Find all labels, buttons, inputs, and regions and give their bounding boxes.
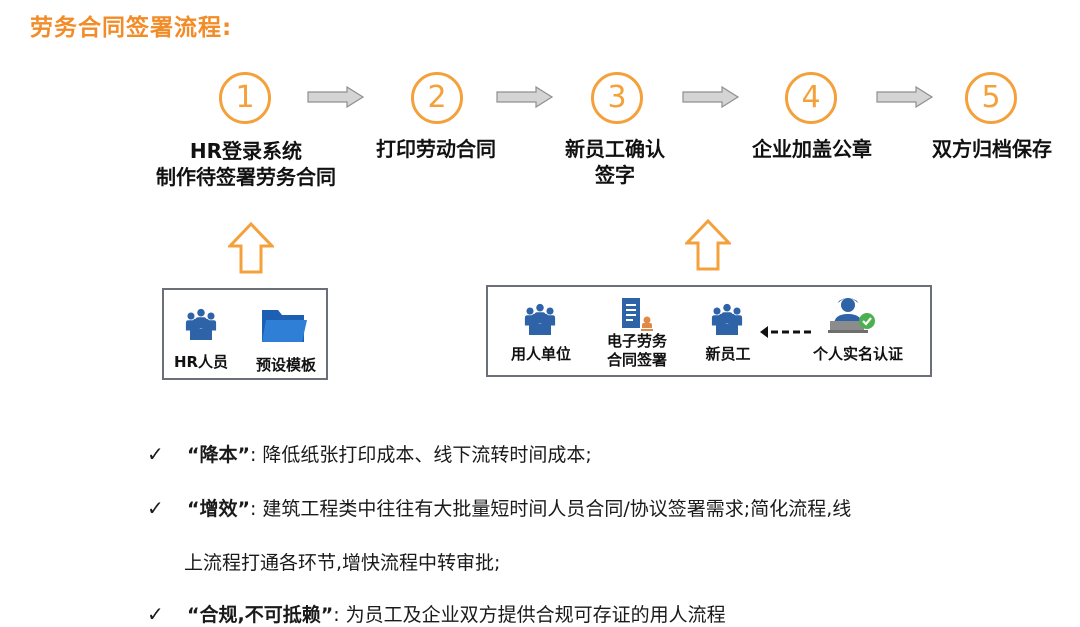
step-1-label-line2: 制作待签署劳务合同 [156, 165, 336, 189]
step-3-label: 新员工确认 签字 [525, 136, 705, 188]
check-icon: ✓ [147, 496, 164, 520]
step-2-circle: 2 [411, 72, 463, 124]
people-group-icon [704, 299, 750, 339]
arrow-up-icon [228, 222, 274, 274]
arrow-up-icon [685, 219, 731, 271]
arrow-right-icon [876, 86, 933, 108]
people-group-icon [178, 304, 224, 344]
step-1-circle: 1 [219, 72, 271, 124]
e-contract-label-line2: 合同签署 [606, 351, 667, 369]
people-group-icon [517, 299, 563, 339]
preset-template-label: 预设模板 [255, 356, 316, 374]
folder-icon [262, 310, 307, 342]
step-4-label: 企业加盖公章 [722, 136, 902, 162]
new-employee-label: 新员工 [705, 345, 751, 363]
arrow-right-icon [496, 86, 553, 108]
bullet-efficiency: ✓ “增效”:建筑工程类中往往有大批量短时间人员合同/协议签署需求;简化流程,线 [147, 494, 851, 521]
bullet-colon: : [249, 498, 257, 520]
step-5-label-line1: 双方归档保存 [932, 137, 1052, 161]
arrow-right-icon [682, 86, 739, 108]
bullet-text: 降低纸张打印成本、线下流转时间成本; [262, 444, 592, 466]
step-2-label: 打印劳动合同 [346, 136, 526, 162]
check-icon: ✓ [147, 602, 164, 626]
step-3-label-line1: 新员工确认 [565, 137, 665, 161]
step-2-label-line1: 打印劳动合同 [376, 137, 496, 161]
bullet-title: “增效” [187, 498, 250, 520]
employer-label: 用人单位 [510, 345, 571, 363]
dashed-arrow-left-icon [760, 326, 811, 338]
step-1-label: HR登录系统 制作待签署劳务合同 [136, 138, 356, 190]
bullet-cost-reduction: ✓ “降本”:降低纸张打印成本、线下流转时间成本; [147, 440, 592, 467]
bullet-text: 为员工及企业双方提供合规可存证的用人流程 [345, 604, 726, 626]
hr-staff-label: HR人员 [173, 353, 229, 371]
step-3-circle: 3 [591, 72, 643, 124]
contract-document-icon [622, 298, 653, 331]
step-3-label-line2: 签字 [595, 163, 635, 187]
e-contract-label-line1: 电子劳务 [606, 332, 667, 350]
bullet-colon: : [249, 444, 257, 466]
bullet-efficiency-continuation: 上流程打通各环节,增快流程中转审批; [184, 552, 501, 574]
page-title: 劳务合同签署流程: [30, 15, 233, 41]
esign-process-box: 用人单位 电子劳务 合同签署 新员工 个人实名认证 [486, 285, 932, 377]
bullet-title: “降本” [187, 444, 250, 466]
step-5-circle: 5 [965, 72, 1017, 124]
bullet-colon: : [333, 604, 340, 626]
verified-user-icon [828, 298, 875, 333]
step-5-label: 双方归档保存 [902, 136, 1080, 162]
real-name-auth-label: 个人实名认证 [812, 345, 903, 363]
check-icon: ✓ [147, 442, 164, 466]
step-4-circle: 4 [785, 72, 837, 124]
bullet-text: 建筑工程类中往往有大批量短时间人员合同/协议签署需求;简化流程,线 [262, 498, 852, 520]
bullet-title: “合规,不可抵赖” [187, 604, 334, 626]
e-contract-label: 电子劳务 合同签署 [592, 332, 682, 370]
bullet-compliance: ✓ “合规,不可抵赖”:为员工及企业双方提供合规可存证的用人流程 [147, 600, 726, 627]
step-1-label-line1: HR登录系统 [189, 139, 303, 163]
arrow-right-icon [307, 86, 364, 108]
hr-template-box: HR人员 预设模板 [162, 288, 328, 380]
step-4-label-line1: 企业加盖公章 [752, 137, 872, 161]
